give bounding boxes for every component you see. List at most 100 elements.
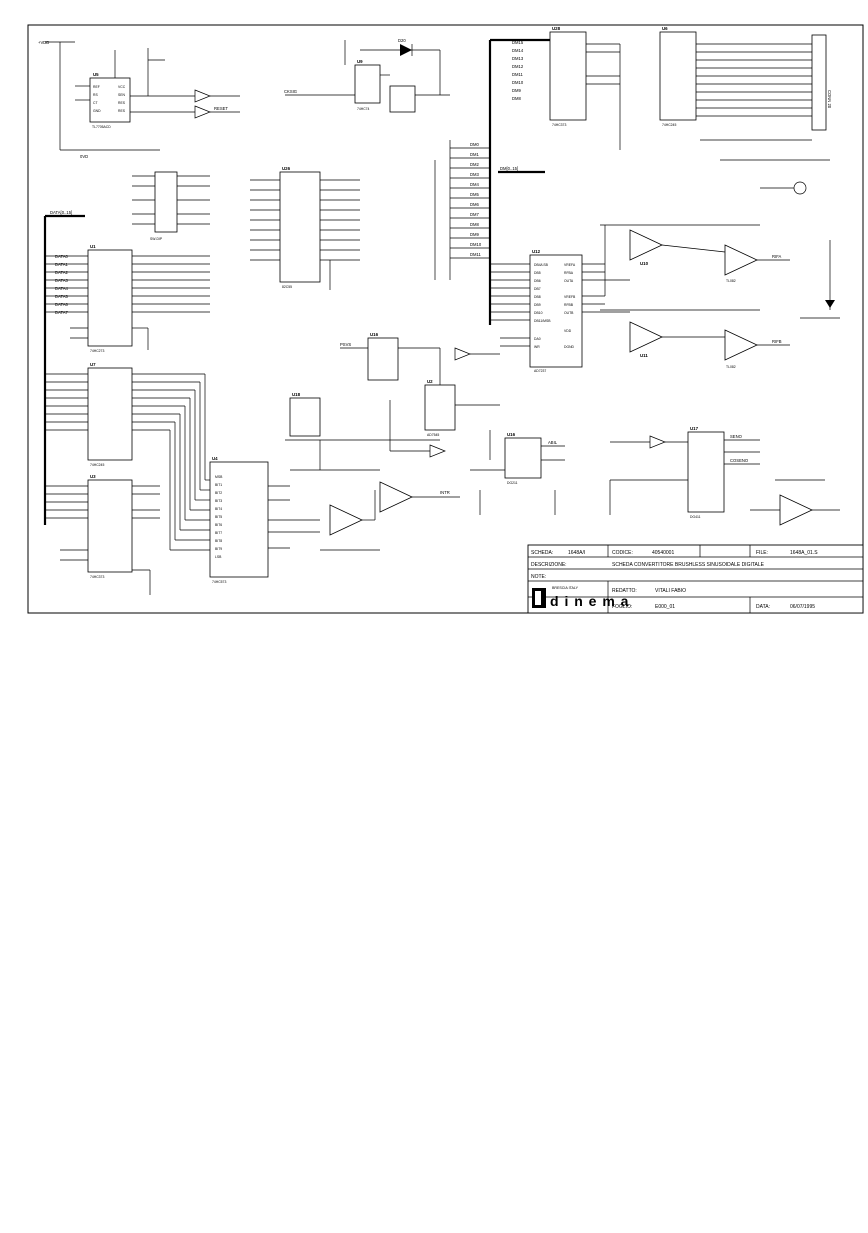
- ic-u7-group: U7 74HC245: [45, 362, 206, 550]
- codice-label: CODICE:: [612, 550, 633, 556]
- svg-text:DM13: DM13: [512, 56, 524, 61]
- svg-text:DM2: DM2: [470, 162, 480, 167]
- svg-text:DM15: DM15: [512, 40, 524, 45]
- svg-text:U2: U2: [427, 379, 433, 384]
- net-abil: ABIL: [548, 440, 558, 445]
- foglio-value: E000_01: [655, 604, 675, 610]
- ic-u1-group: U1 74HC273 DATA0 DATA1 DATA2 DATA3 DATA4…: [45, 244, 210, 353]
- svg-text:VCC: VCC: [118, 85, 126, 89]
- svg-text:U11: U11: [640, 353, 648, 358]
- svg-text:AD7237: AD7237: [534, 369, 546, 373]
- svg-text:U12: U12: [532, 249, 541, 254]
- svg-text:WR: WR: [534, 345, 540, 349]
- descrizione-label: DESCRIZIONE:: [531, 562, 567, 568]
- ic-u3: [87, 479, 133, 573]
- svg-text:RFBA: RFBA: [564, 271, 574, 275]
- data-label: DATA:: [756, 604, 770, 610]
- svg-text:DM8: DM8: [512, 96, 522, 101]
- svg-text:BIT4: BIT4: [215, 507, 222, 511]
- svg-text:DB9: DB9: [534, 303, 541, 307]
- svg-text:DATA1: DATA1: [55, 262, 69, 267]
- foglio-label: FOGLIO:: [612, 604, 632, 610]
- company-logo: d i n e m a BRESCIA ITALY: [532, 586, 629, 609]
- svg-text:VDD: VDD: [564, 329, 572, 333]
- svg-text:DATA3: DATA3: [55, 278, 69, 283]
- svg-text:BIT7: BIT7: [215, 531, 222, 535]
- svg-text:DM11: DM11: [512, 72, 524, 77]
- svg-text:DATA4: DATA4: [55, 286, 69, 291]
- output-switch-block: U17 DG411 SENO COSENO: [609, 426, 840, 526]
- svg-text:U16: U16: [507, 432, 516, 437]
- output-opamp-block: INTR: [285, 439, 460, 551]
- codice-value: 40540001: [652, 550, 674, 556]
- svg-text:DM5: DM5: [470, 192, 480, 197]
- svg-text:BIT9: BIT9: [215, 547, 222, 551]
- ic-u26: [279, 171, 321, 283]
- svg-text:74HC373: 74HC373: [90, 575, 104, 579]
- logo-text: d i n e m a: [550, 593, 629, 609]
- svg-text:U28: U28: [552, 26, 561, 31]
- ic-u17: [687, 431, 725, 513]
- descrizione-value: SCHEDA CONVERTITORE BRUSHLESS SINUSOIDAL…: [612, 562, 765, 568]
- ic-u3-group: U3 74HC373: [45, 474, 160, 595]
- svg-text:U10: U10: [640, 261, 649, 266]
- svg-text:DG211: DG211: [507, 481, 518, 485]
- net-rifa: RIFA: [772, 254, 782, 259]
- ppi-block: U26 82C55: [250, 166, 360, 290]
- svg-text:DM4: DM4: [470, 182, 480, 187]
- title-block: SCHEDA: 1648A/I CODICE: 40540001 FILE: 1…: [527, 544, 864, 614]
- svg-text:0VD: 0VD: [80, 154, 88, 159]
- svg-text:LSB: LSB: [215, 555, 222, 559]
- note-label: NOTE:: [531, 574, 546, 580]
- svg-text:VREFA: VREFA: [564, 263, 576, 267]
- svg-text:SW-DIP: SW-DIP: [150, 237, 163, 241]
- net-rifb: RIFB: [772, 339, 782, 344]
- svg-text:BIT5: BIT5: [215, 515, 222, 519]
- svg-text:DATA2: DATA2: [55, 270, 69, 275]
- dm-bus: DM[0..15] DM0 DM1 DM2 DM3 DM4 DM5 DM6 DM…: [434, 140, 545, 280]
- ic-u12: [529, 254, 583, 368]
- ic-ref: U5: [93, 72, 99, 77]
- ic-u5: [89, 77, 131, 123]
- svg-text:U18: U18: [292, 392, 301, 397]
- svg-text:DB4/LSB: DB4/LSB: [534, 263, 549, 267]
- svg-text:DA0: DA0: [534, 337, 541, 341]
- svg-text:DM12: DM12: [512, 64, 524, 69]
- svg-text:DB6: DB6: [534, 279, 541, 283]
- svg-text:74HC273: 74HC273: [90, 349, 104, 353]
- data-bus: DATA[0..15]: [43, 210, 85, 525]
- net-dm-bus: DM[0..15]: [500, 166, 518, 171]
- sheet-frame: [27, 24, 864, 614]
- net-reset: RESET: [214, 106, 228, 111]
- svg-text:OUTA: OUTA: [564, 279, 574, 283]
- svg-text:DM7: DM7: [470, 212, 480, 217]
- svg-text:U26: U26: [282, 166, 291, 171]
- svg-text:DATA0: DATA0: [55, 254, 69, 259]
- svg-text:REF: REF: [93, 85, 100, 89]
- svg-text:DB7: DB7: [534, 287, 541, 291]
- svg-text:DG411: DG411: [690, 515, 701, 519]
- svg-text:CT: CT: [93, 101, 98, 105]
- svg-text:U17: U17: [690, 426, 699, 431]
- svg-text:DB10: DB10: [534, 311, 543, 315]
- analog-switch-block: U16 DG211 ABIL: [470, 430, 565, 515]
- svg-text:TL082: TL082: [726, 365, 736, 369]
- svg-text:GND: GND: [93, 109, 101, 113]
- net-vdd: +VDD: [38, 40, 49, 45]
- svg-text:DGND: DGND: [564, 345, 575, 349]
- svg-text:BIT1: BIT1: [215, 483, 222, 487]
- svg-text:DM0: DM0: [470, 142, 480, 147]
- svg-text:DATA5: DATA5: [55, 294, 69, 299]
- file-value: 1648A_01.S: [790, 550, 818, 556]
- scheda-value: 1648A/I: [568, 550, 585, 556]
- svg-text:OUTB: OUTB: [564, 311, 574, 315]
- company-tag: BRESCIA ITALY: [552, 586, 579, 590]
- svg-text:82C55: 82C55: [282, 285, 292, 289]
- svg-text:CONN 20: CONN 20: [827, 90, 832, 109]
- net-data-bus: DATA[0..15]: [50, 210, 72, 215]
